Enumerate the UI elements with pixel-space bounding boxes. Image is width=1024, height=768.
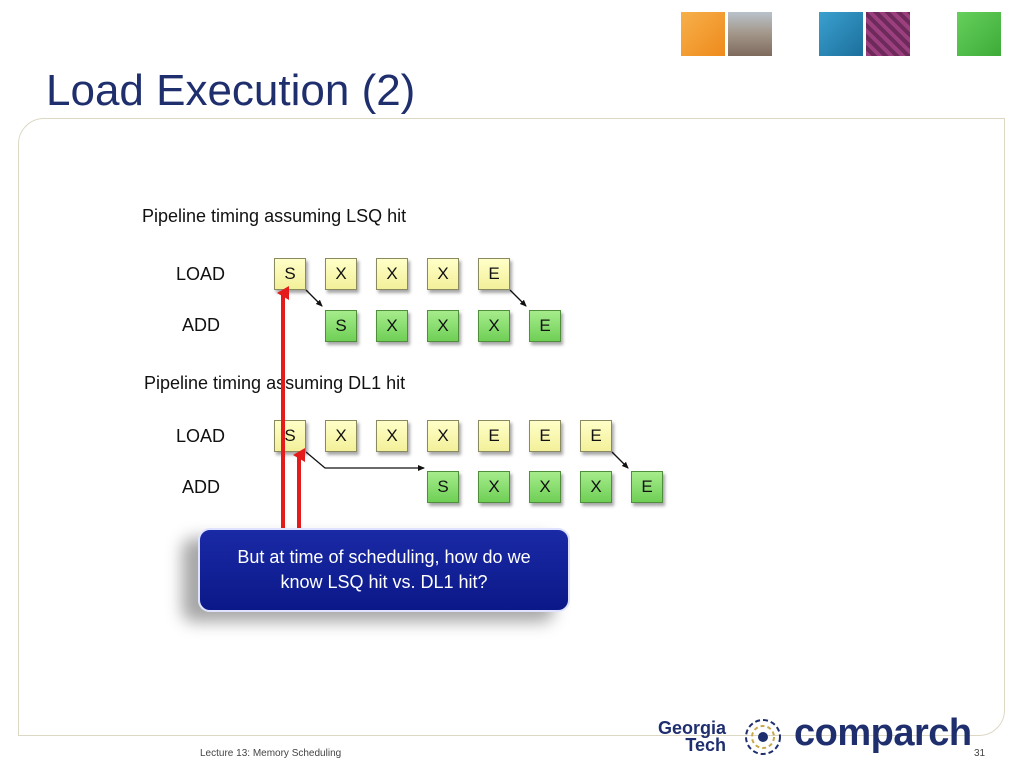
dl1-load-stage-7: E (580, 420, 612, 452)
georgia-tech-logo-line2: Tech (685, 735, 726, 755)
page-number: 31 (974, 748, 986, 759)
dl1-load-stage-5: E (478, 420, 510, 452)
dl1-add-stage-2: X (478, 471, 510, 503)
lsq-add-stage-2: X (376, 310, 408, 342)
lsq-add-label: ADD (182, 315, 221, 335)
dl1-add-stage-5: E (631, 471, 663, 503)
content-frame (18, 118, 1005, 736)
lsq-load-stage-5: E (478, 258, 510, 290)
dl1-caption: Pipeline timing assuming DL1 hit (144, 373, 406, 393)
dl1-add-stage-1: S (427, 471, 459, 503)
dl1-dependency-arrow-2 (611, 451, 629, 469)
campus-photo-thumbnail (728, 12, 772, 56)
lsq-caption: Pipeline timing assuming LSQ hit (142, 206, 407, 226)
dl1-dependency-arrow-1 (305, 451, 425, 471)
callout-text: But at time of scheduling, how do we kno… (237, 547, 531, 592)
georgia-tech-logo: Georgia Tech (636, 718, 726, 755)
lsq-add-stage-1: S (325, 310, 357, 342)
dl1-add-stage-4: X (580, 471, 612, 503)
chip-photo-thumbnail (866, 12, 910, 56)
blue-thumbnail (819, 12, 863, 56)
dl1-add-label: ADD (182, 477, 221, 497)
dl1-load-stage-4: X (427, 420, 459, 452)
lsq-add-stage-4: X (478, 310, 510, 342)
lsq-dependency-arrow-2 (509, 289, 527, 307)
lsq-load-stage-4: X (427, 258, 459, 290)
question-callout: But at time of scheduling, how do we kno… (198, 528, 570, 612)
lsq-load-stage-1: S (274, 258, 306, 290)
comparch-swirl-icon (745, 719, 781, 755)
dl1-load-label: LOAD (176, 426, 226, 446)
lsq-add-stage-5: E (529, 310, 561, 342)
green-thumbnail (957, 12, 1001, 56)
lsq-load-stage-3: X (376, 258, 408, 290)
lsq-add-stage-3: X (427, 310, 459, 342)
dl1-load-stage-2: X (325, 420, 357, 452)
orange-thumbnail (681, 12, 725, 56)
slide-title: Load Execution (2) (46, 66, 416, 115)
dl1-load-stage-3: X (376, 420, 408, 452)
dl1-load-stage-1: S (274, 420, 306, 452)
dl1-load-stage-6: E (529, 420, 561, 452)
lsq-load-stage-2: X (325, 258, 357, 290)
georgia-tech-logo-line1: Georgia (657, 718, 726, 738)
footer-lecture-title: Lecture 13: Memory Scheduling (200, 748, 342, 759)
comparch-logo: comparch (794, 712, 972, 754)
lsq-load-label: LOAD (176, 264, 226, 284)
dl1-add-stage-3: X (529, 471, 561, 503)
lsq-dependency-arrow-1 (305, 289, 323, 307)
